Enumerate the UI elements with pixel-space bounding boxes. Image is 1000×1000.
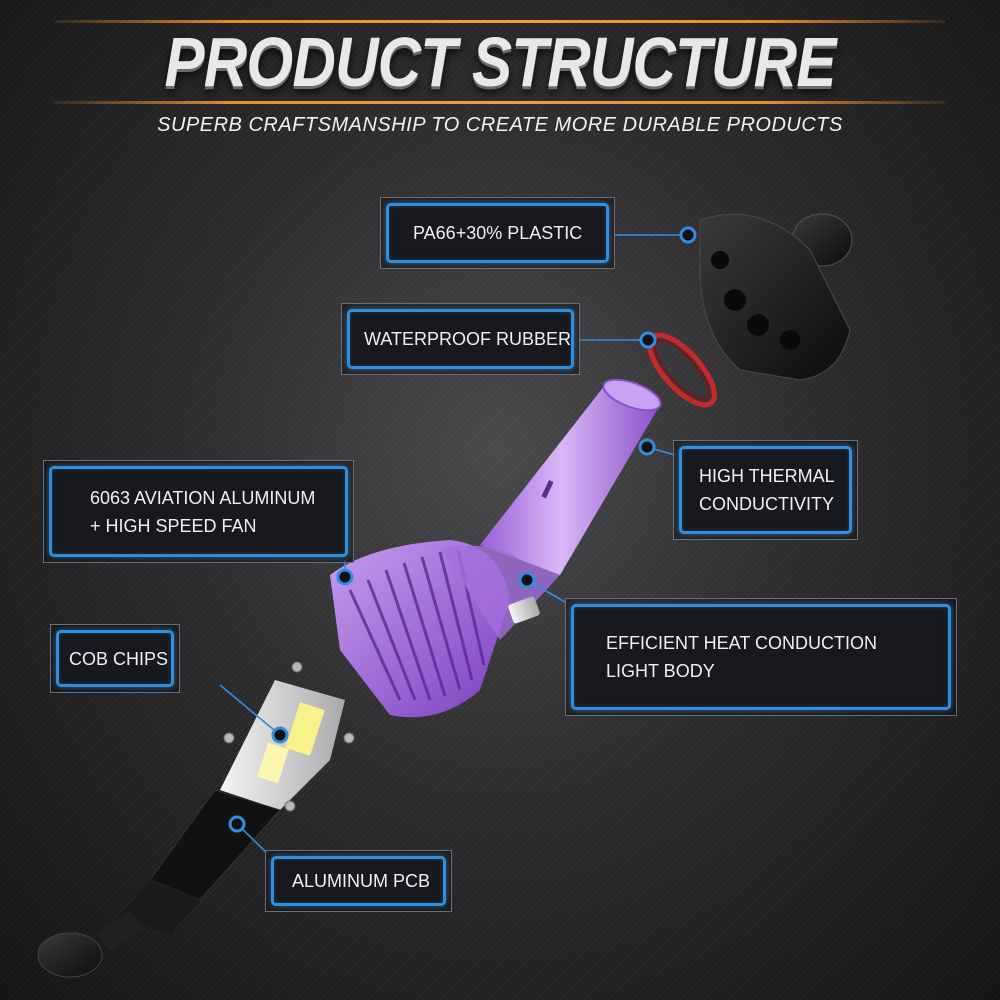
page-title: PRODUCT STRUCTURE <box>164 23 837 101</box>
leader-dots <box>228 226 697 833</box>
label-rubber: WATERPROOF RUBBER <box>341 303 580 375</box>
label-pcb-text: ALUMINUM PCB <box>292 871 431 891</box>
label-aluminum-line1: 6063 AVIATION ALUMINUM <box>90 487 316 508</box>
plastic-cap <box>699 213 853 381</box>
header-rule-bottom <box>55 101 945 104</box>
label-aluminum-line2: + HIGH SPEED FAN <box>90 515 257 536</box>
label-efficient-line2: LIGHT BODY <box>606 661 715 681</box>
screws <box>223 661 355 812</box>
label-plastic-text: PA66+30% PLASTIC <box>413 223 583 243</box>
label-pcb: ALUMINUM PCB <box>265 850 452 912</box>
label-efficient-line1: EFFICIENT HEAT CONDUCTION <box>606 633 878 653</box>
led-board <box>37 680 345 978</box>
label-aluminum: 6063 AVIATION ALUMINUM + HIGH SPEED FAN <box>43 460 354 563</box>
header-rule-top <box>55 20 945 23</box>
label-rubber-text: WATERPROOF RUBBER <box>364 329 572 349</box>
label-thermal-line1: HIGH THERMAL <box>699 466 835 486</box>
label-cob: COB CHIPS <box>50 624 180 693</box>
label-thermal-line2: CONDUCTIVITY <box>699 494 834 514</box>
label-efficient: EFFICIENT HEAT CONDUCTION LIGHT BODY <box>565 598 957 716</box>
label-thermal: HIGH THERMAL CONDUCTIVITY <box>673 440 858 540</box>
heatsink-body <box>330 378 662 718</box>
label-plastic: PA66+30% PLASTIC <box>380 197 615 269</box>
label-cob-text: COB CHIPS <box>69 648 169 669</box>
page-subtitle: SUPERB CRAFTSMANSHIP TO CREATE MORE DURA… <box>157 114 843 136</box>
